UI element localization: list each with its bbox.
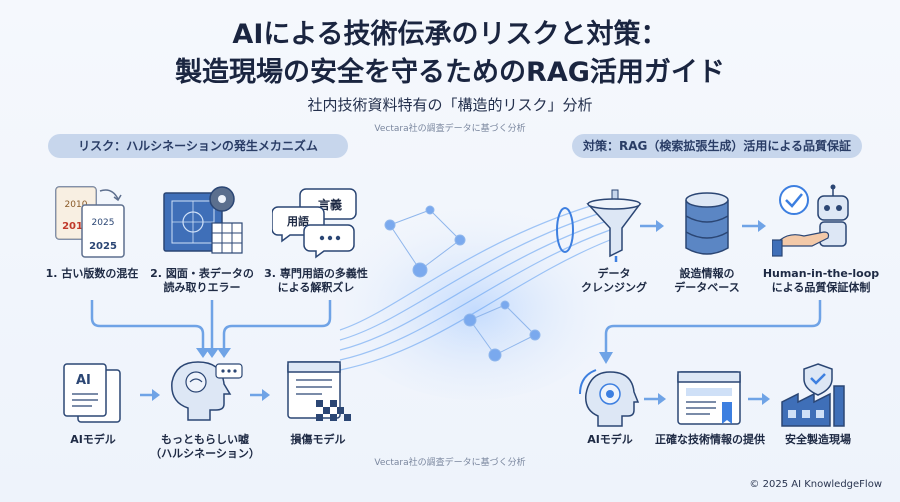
year-label: 2010 xyxy=(65,200,88,210)
central-flow-visual xyxy=(335,199,615,400)
accurate-info-label: 正確な技術情報の提供 xyxy=(655,433,765,446)
subtitle: 社内技術資料特有の「構造的リスク」分析 xyxy=(307,96,593,114)
browser-document-icon xyxy=(677,371,741,425)
arrow-right-icon xyxy=(140,389,160,401)
ai-head-icon xyxy=(579,369,640,427)
human-robot-icon xyxy=(772,184,849,257)
mixed-versions-icon: 2010 2010 2025 2025 xyxy=(55,186,125,258)
arrow-right-icon xyxy=(644,393,666,405)
copyright: © 2025 AI KnowledgeFlow xyxy=(749,479,882,490)
connector-arrow xyxy=(599,300,822,364)
funnel-icon xyxy=(586,189,642,262)
solution-section-title: 対策：RAG（検索拡張生成）活用による品質保証 xyxy=(572,134,862,158)
drawing-table-icon xyxy=(163,186,243,254)
solution-item-3-label: Human-in-the-loop による品質保証体制 xyxy=(762,267,880,294)
source-note-top: Vectara社の調査データに基づく分析 xyxy=(374,124,526,134)
safe-site-label: 安全製造現場 xyxy=(785,433,851,446)
hallucination-label: もっともらしい嘘 （ハルシネーション） xyxy=(150,433,260,460)
title-line-1: AIによる技術伝承のリスクと対策： xyxy=(232,19,668,50)
bubble-word-2: 用語 xyxy=(287,214,309,228)
risk-section-title: リスク：ハルシネーションの発生メカニズム xyxy=(48,134,348,158)
bubble-word-1: 言義 xyxy=(318,197,342,212)
arrow-right-icon xyxy=(640,220,664,232)
risk-item-2-label: 2. 図面・表データの 読み取りエラー xyxy=(150,267,254,294)
risk-ai-model-label: AIモデル xyxy=(70,433,116,446)
solution-ai-model-label: AIモデル xyxy=(587,433,633,446)
converging-arrows xyxy=(90,300,332,358)
title-line-2: 製造現場の安全を守るためのRAG活用ガイド xyxy=(175,57,725,88)
arrow-right-icon xyxy=(742,220,766,232)
year-label: 2025 xyxy=(89,241,117,252)
solution-item-2-label: 設造情報の データベース xyxy=(674,267,740,294)
damaged-model-icon xyxy=(287,361,351,421)
risk-item-1-label: 1. 古い版数の混在 xyxy=(45,267,139,280)
damaged-model-label: 損傷モデル xyxy=(290,433,346,446)
ai-documents-icon: AI xyxy=(63,363,121,423)
arrow-right-icon xyxy=(748,393,770,405)
year-label: 2025 xyxy=(92,218,115,228)
term-ambiguity-icon: 言義 用語 xyxy=(272,188,357,259)
year-label: 2010 xyxy=(62,221,90,232)
risk-item-3-label: 3. 専門用語の多義性 による解釈ズレ xyxy=(264,267,368,294)
solution-item-1-label: データ クレンジング xyxy=(581,267,647,294)
hallucinating-head-icon xyxy=(171,361,243,421)
database-icon xyxy=(685,192,729,255)
safe-factory-icon xyxy=(781,363,845,427)
doc-ai-text: AI xyxy=(76,373,91,388)
arrow-right-icon xyxy=(250,389,270,401)
source-note-bottom: Vectara社の調査データに基づく分析 xyxy=(374,458,526,468)
